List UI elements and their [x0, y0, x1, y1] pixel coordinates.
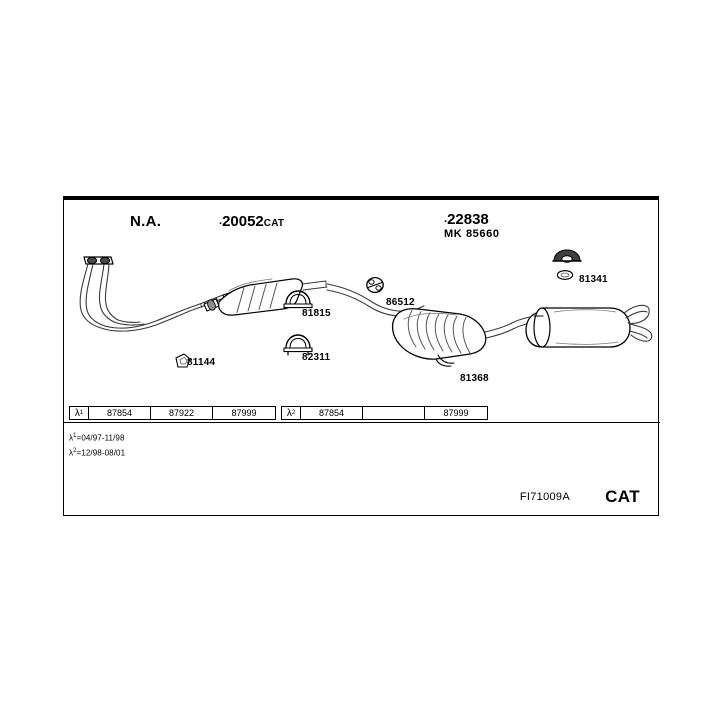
table-divider-rule — [64, 422, 660, 423]
header-right-mk-code: MK 85660 — [444, 227, 500, 240]
exhaust-system-drawing — [64, 246, 660, 396]
header-right-number: 22838 — [447, 211, 489, 228]
header-middle-suffix: CAT — [263, 218, 285, 229]
drawing-code: FI71009A — [519, 491, 570, 503]
header-middle-prefix: . — [219, 215, 223, 227]
callout-label-81341: 81341 — [579, 274, 608, 285]
footnote-range: =12/98-08/01 — [76, 448, 126, 458]
lambda-glyph: λ — [74, 407, 80, 419]
lambda-superscript: 1 — [79, 409, 84, 416]
callout-label-86512: 86512 — [386, 297, 415, 308]
rubber-mount-icon-81341 — [552, 249, 582, 281]
header-part-number-middle: .20052CAT — [219, 214, 284, 230]
lambda-glyph: λ — [69, 433, 74, 443]
footnote-range: =04/97-11/98 — [76, 433, 125, 443]
callout-label-81368: 81368 — [460, 373, 489, 384]
u-clamp-icon-81815 — [283, 290, 313, 309]
lambda-glyph: λ — [286, 407, 292, 419]
header-na-label: N.A. — [130, 213, 162, 230]
table-cell: 87922 — [151, 407, 213, 419]
u-clamp-icon-82311 — [283, 334, 313, 356]
centre-silencer-component — [391, 308, 514, 367]
table-cell: 87854 — [89, 407, 151, 419]
callout-label-81144: 81144 — [187, 357, 216, 368]
rear-silencer-component — [525, 304, 653, 348]
catalytic-converter-component — [175, 278, 328, 368]
table-cell: 87854 — [301, 407, 363, 419]
header-middle-number: 20052 — [222, 213, 264, 230]
rubber-hanger-icon-86512 — [366, 276, 384, 294]
footnote-lambda1: λ1=04/97-11/98 — [69, 430, 125, 445]
footnote-lambda2: λ2=12/98-08/01 — [69, 445, 125, 460]
table-cell-empty — [363, 407, 425, 419]
footnotes: λ1=04/97-11/98 λ2=12/98-08/01 — [69, 430, 125, 459]
lambda-superscript: 1 — [73, 433, 77, 439]
header-part-number-right: .22838 MK 85660 — [444, 212, 500, 240]
exhaust-line-art — [79, 249, 653, 368]
cat-badge: CAT — [605, 487, 640, 506]
lambda-glyph: λ — [69, 448, 74, 458]
header-right-prefix: . — [444, 213, 448, 225]
gasket-ring-icon-81144 — [175, 353, 191, 368]
lambda-superscript: 2 — [73, 447, 77, 454]
table-cell: 87999 — [231, 407, 257, 418]
lambda-superscript: 2 — [291, 409, 296, 416]
callout-label-81815: 81815 — [302, 308, 331, 319]
callout-label-82311: 82311 — [302, 352, 331, 363]
diagram-sheet: N.A. .20052CAT .22838 MK 85660 — [63, 196, 660, 516]
table-cell: 87999 — [443, 407, 469, 418]
